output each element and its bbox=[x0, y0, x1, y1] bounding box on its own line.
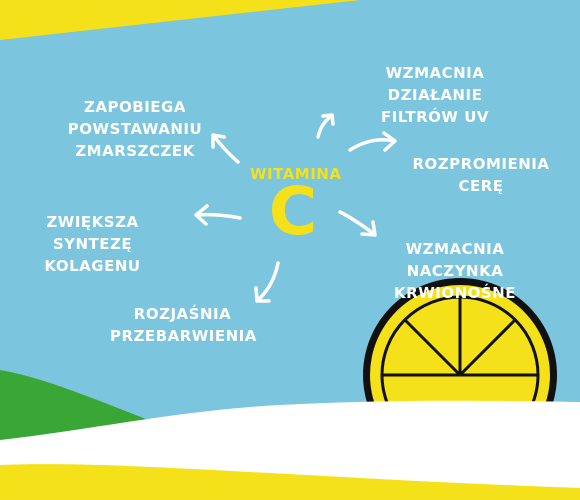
arrow-down-left bbox=[254, 261, 280, 303]
vitamin-title: WITAMINA bbox=[250, 165, 342, 183]
arrow-right-upper bbox=[348, 131, 397, 152]
benefit-vessels: WZMACNIA NACZYNKA KRWIONOŚNE bbox=[355, 238, 555, 304]
benefit-wrinkles: ZAPOBIEGA POWSTAWANIU ZMARSZCZEK bbox=[20, 96, 250, 162]
benefit-spots-text: ROZJAŚNIA PRZEBARWIENIA bbox=[110, 305, 257, 345]
bottom-yellow-band bbox=[0, 464, 580, 500]
benefit-collagen: ZWIĘKSZA SYNTEZĘ KOLAGENU bbox=[10, 211, 175, 277]
benefit-glow: ROZPROMIENIA CERĘ bbox=[396, 153, 566, 197]
arrow-up-left bbox=[211, 133, 240, 164]
benefit-uv-text: WZMACNIA DZIAŁANIE FILTRÓW UV bbox=[381, 64, 489, 126]
arrow-left bbox=[194, 204, 242, 226]
benefit-wrinkles-text: ZAPOBIEGA POWSTAWANIU ZMARSZCZEK bbox=[67, 98, 203, 160]
vitamin-letter: C bbox=[268, 173, 318, 250]
benefit-spots: ROZJAŚNIA PRZEBARWIENIA bbox=[110, 303, 257, 347]
top-yellow-band bbox=[0, 0, 360, 40]
benefit-uv: WZMACNIA DZIAŁANIE FILTRÓW UV bbox=[340, 62, 530, 128]
benefit-vessels-text: WZMACNIA NACZYNKA KRWIONOŚNE bbox=[394, 240, 516, 302]
benefit-collagen-text: ZWIĘKSZA SYNTEZĘ KOLAGENU bbox=[44, 213, 141, 275]
arrow-up-right-small bbox=[316, 113, 335, 139]
arrow-down-right bbox=[338, 210, 377, 237]
benefit-glow-text: ROZPROMIENIA CERĘ bbox=[412, 155, 550, 195]
